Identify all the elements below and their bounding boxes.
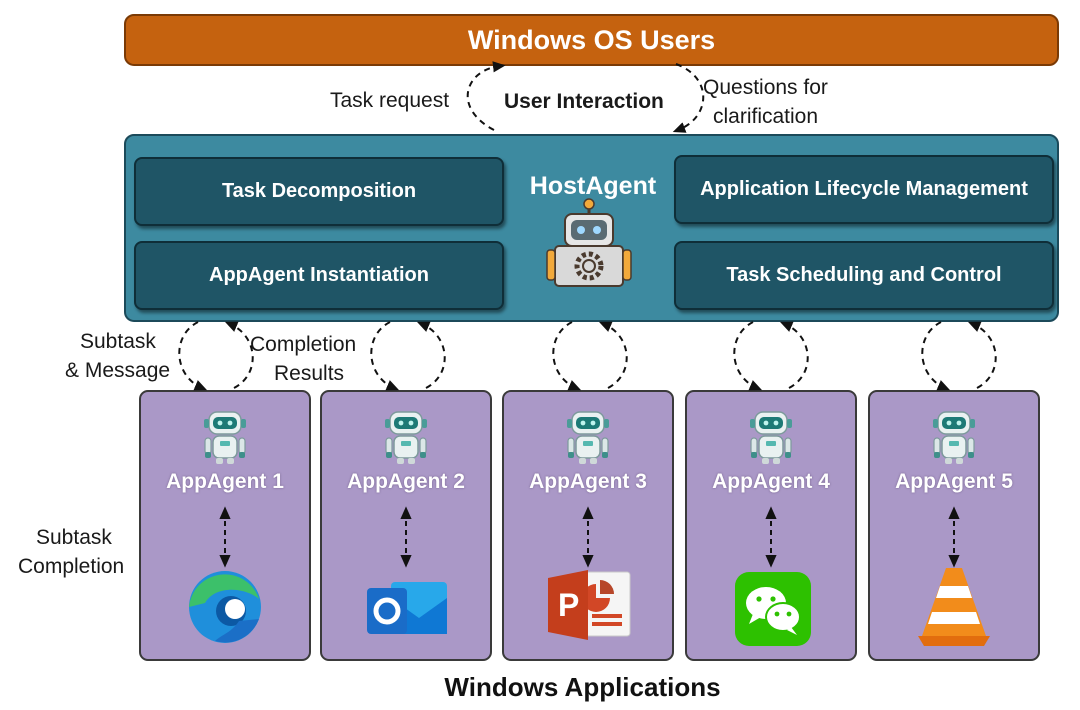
subtask-label-line2: & Message bbox=[65, 359, 171, 382]
robot-icon bbox=[384, 411, 428, 465]
subtask-completion-line1: Subtask bbox=[36, 526, 112, 549]
subtask-completion-line2: Completion bbox=[18, 555, 125, 578]
completion-arrow bbox=[416, 321, 446, 389]
subtask-arrow bbox=[552, 321, 582, 391]
task-request-arrow bbox=[466, 61, 506, 131]
svg-text:P: P bbox=[558, 587, 579, 623]
subtask-arrow bbox=[370, 321, 400, 391]
windows-applications-title: Windows Applications bbox=[444, 672, 721, 702]
subtask-arrow bbox=[921, 321, 951, 391]
application-lifecycle-box: Application Lifecycle Management bbox=[674, 155, 1054, 224]
agent-loop-arrows-4 bbox=[733, 321, 809, 391]
completion-arrow bbox=[779, 321, 809, 389]
appagent-label: AppAgent 3 bbox=[529, 470, 647, 493]
agent-loop-arrows-3 bbox=[552, 321, 628, 391]
robot-icon bbox=[203, 411, 247, 465]
appagent-label: AppAgent 2 bbox=[347, 470, 465, 493]
task-decomposition-box: Task Decomposition bbox=[134, 157, 504, 226]
completion-arrow bbox=[224, 321, 254, 389]
subtask-arrow bbox=[178, 321, 208, 391]
appagent-label: AppAgent 5 bbox=[895, 470, 1013, 493]
completion-arrow bbox=[598, 321, 628, 389]
user-interaction-label: User Interaction bbox=[504, 90, 664, 113]
completion-label-line2: Results bbox=[274, 362, 345, 385]
questions-label-line2: clarification bbox=[713, 105, 819, 128]
appagent-label: AppAgent 1 bbox=[166, 470, 284, 493]
robot-icon bbox=[566, 411, 610, 465]
appagent-label: AppAgent 4 bbox=[712, 470, 830, 493]
wechat-icon bbox=[735, 572, 811, 646]
windows-os-users-bar: Windows OS Users bbox=[124, 14, 1059, 66]
task-request-label: Task request bbox=[330, 89, 450, 112]
task-scheduling-box: Task Scheduling and Control bbox=[674, 241, 1054, 310]
subtask-label-line1: Subtask bbox=[80, 330, 156, 353]
completion-label-line1: Completion bbox=[250, 333, 357, 356]
powerpoint-icon: P bbox=[548, 570, 631, 640]
edge-icon bbox=[189, 571, 261, 643]
completion-arrow bbox=[967, 321, 997, 389]
clarification-arrow bbox=[672, 63, 705, 133]
robot-icon bbox=[749, 411, 793, 465]
robot-icon bbox=[932, 411, 976, 465]
outlook-icon bbox=[367, 582, 447, 634]
agent-loop-arrows-1 bbox=[178, 321, 254, 391]
agent-loop-arrows-2 bbox=[370, 321, 446, 391]
appagent-instantiation-box: AppAgent Instantiation bbox=[134, 241, 504, 310]
hostagent-title: HostAgent bbox=[529, 172, 657, 200]
agent-loop-arrows-5 bbox=[921, 321, 997, 391]
robot-icon bbox=[546, 198, 632, 287]
subtask-arrow bbox=[733, 321, 763, 391]
questions-label-line1: Questions for bbox=[703, 76, 828, 99]
vlc-icon bbox=[918, 568, 990, 646]
